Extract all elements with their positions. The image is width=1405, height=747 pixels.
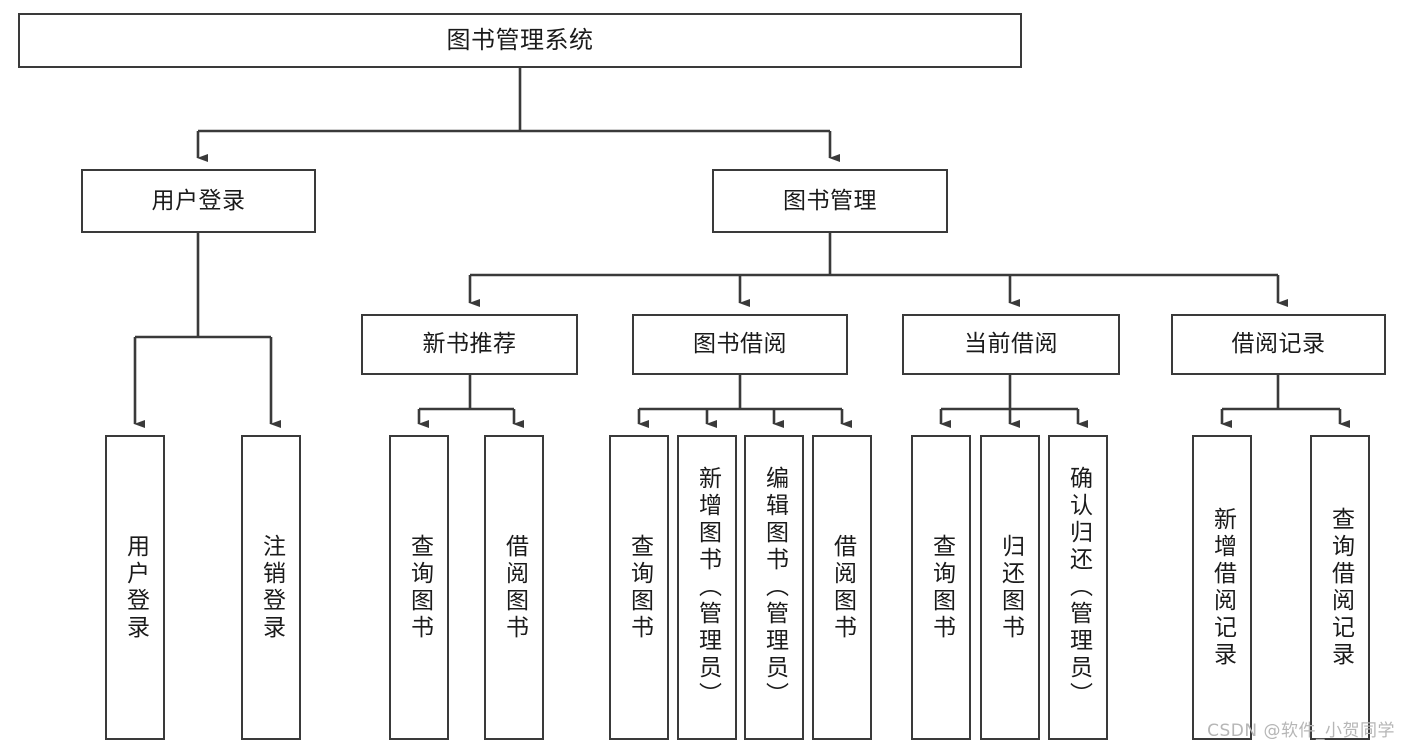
node-label: 编辑图书（管理员） [761,466,788,709]
node-leaf-query-book-1[interactable]: 查询图书 [389,435,449,740]
node-leaf-add-record[interactable]: 新增借阅记录 [1192,435,1252,740]
node-label: 图书管理 [783,187,877,214]
node-book-borrow[interactable]: 图书借阅 [632,314,848,375]
node-label: 图书管理系统 [446,25,594,54]
node-label: 查询图书 [928,533,955,642]
node-label: 注销登录 [258,533,285,642]
node-leaf-confirm-return[interactable]: 确认归还（管理员） [1048,435,1108,740]
node-label: 借阅图书 [829,533,856,642]
node-current-borrow[interactable]: 当前借阅 [902,314,1120,375]
node-book-management[interactable]: 图书管理 [712,169,948,233]
node-label: 当前借阅 [964,331,1058,358]
node-label: 图书借阅 [693,331,787,358]
node-label: 归还图书 [997,533,1024,642]
node-label: 查询图书 [626,533,653,642]
node-leaf-edit-book[interactable]: 编辑图书（管理员） [744,435,804,740]
node-label: 新增借阅记录 [1209,506,1236,669]
node-leaf-return-book[interactable]: 归还图书 [980,435,1040,740]
node-leaf-user-logout[interactable]: 注销登录 [241,435,301,740]
node-root-system[interactable]: 图书管理系统 [18,13,1022,68]
node-borrow-record[interactable]: 借阅记录 [1171,314,1386,375]
node-leaf-borrow-book-2[interactable]: 借阅图书 [812,435,872,740]
node-leaf-user-login[interactable]: 用户登录 [105,435,165,740]
node-label: 用户登录 [151,187,246,214]
node-label: 新增图书（管理员） [694,466,721,709]
node-label: 确认归还（管理员） [1065,466,1092,709]
node-label: 新书推荐 [422,331,517,358]
node-label: 查询图书 [406,533,433,642]
node-leaf-query-book-2[interactable]: 查询图书 [609,435,669,740]
node-label: 查询借阅记录 [1327,506,1354,669]
node-label: 借阅记录 [1231,331,1326,358]
node-leaf-add-book[interactable]: 新增图书（管理员） [677,435,737,740]
node-label: 借阅图书 [501,533,528,642]
node-leaf-query-book-3[interactable]: 查询图书 [911,435,971,740]
node-leaf-query-record[interactable]: 查询借阅记录 [1310,435,1370,740]
node-new-book-recommend[interactable]: 新书推荐 [361,314,578,375]
node-user-login[interactable]: 用户登录 [81,169,316,233]
node-label: 用户登录 [122,533,149,642]
node-leaf-borrow-book-1[interactable]: 借阅图书 [484,435,544,740]
csdn-watermark: CSDN @软件_小贺同学 [1207,721,1395,741]
